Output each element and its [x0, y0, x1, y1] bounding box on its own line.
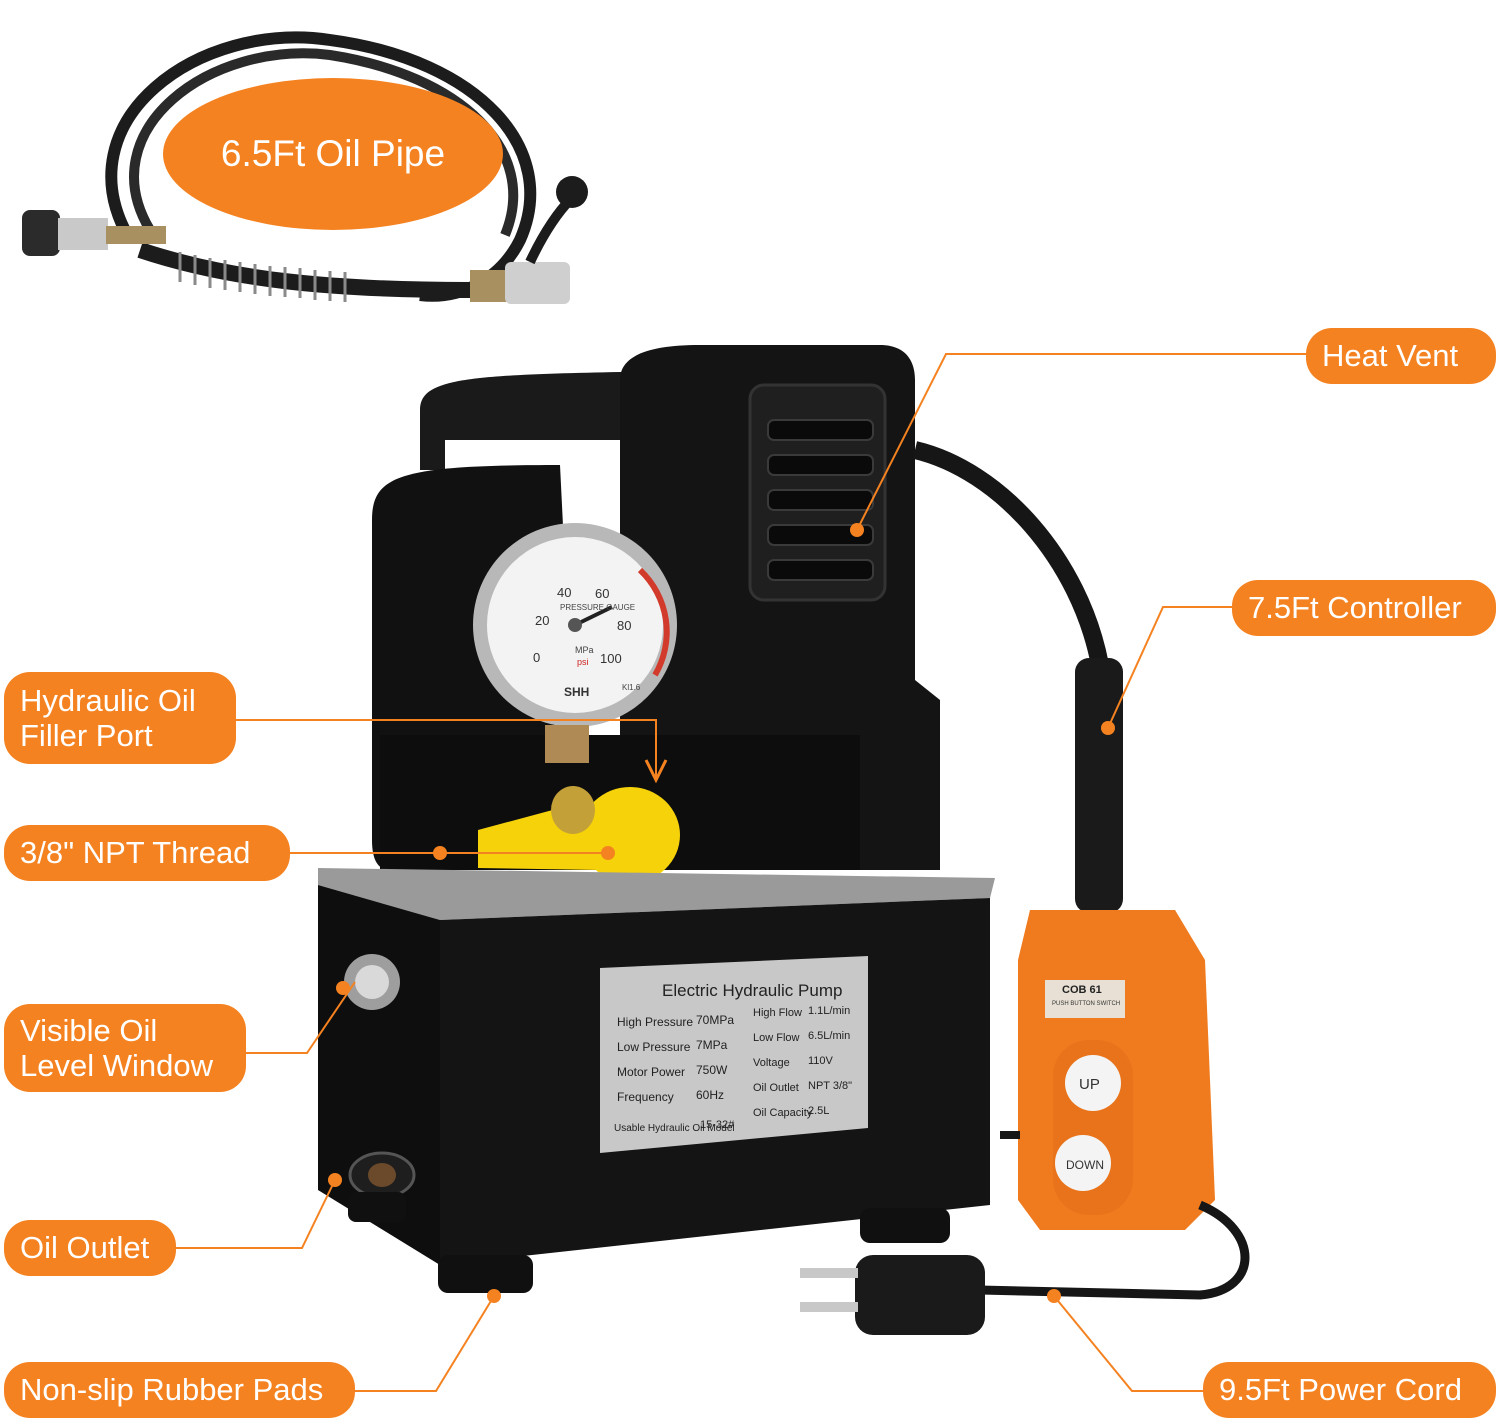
- gauge-tick-60: 60: [595, 586, 609, 601]
- up-button[interactable]: [1065, 1055, 1121, 1111]
- spec-value: 1.1L/min: [808, 1005, 850, 1017]
- controller-model: COB 61: [1062, 984, 1102, 996]
- spec-value: 110V: [808, 1055, 834, 1067]
- callout-heat-vent: Heat Vent: [1306, 328, 1496, 384]
- down-button-label: DOWN: [1066, 1158, 1104, 1172]
- oil-model-value: 15-32#: [700, 1119, 735, 1131]
- controller-subtitle: PUSH BUTTON SWITCH: [1052, 1001, 1120, 1007]
- spec-value: 7MPa: [696, 1038, 728, 1052]
- callout-power-cord: 9.5Ft Power Cord: [1203, 1362, 1496, 1418]
- callout-dots: [328, 523, 1115, 1303]
- gauge-fitting: [545, 725, 589, 763]
- spec-label: Voltage: [753, 1057, 790, 1069]
- controller-pendant: COB 61 PUSH BUTTON SWITCH UP DOWN: [1018, 910, 1215, 1230]
- spec-value: 60Hz: [696, 1088, 724, 1102]
- spec-label: Oil Capacity: [753, 1107, 813, 1119]
- gauge-tick-0: 0: [533, 650, 540, 665]
- down-button[interactable]: [1055, 1135, 1111, 1191]
- callout-filler-port: Hydraulic Oil Filler Port: [4, 672, 236, 764]
- gauge-tick-100: 100: [600, 651, 622, 666]
- callout-oil-window: Visible Oil Level Window: [4, 1004, 246, 1092]
- spec-label: Oil Outlet: [753, 1082, 799, 1094]
- spec-value: 750W: [696, 1063, 728, 1077]
- gauge-title: PRESSURE GAUGE: [560, 603, 635, 612]
- up-button-label: UP: [1079, 1076, 1100, 1093]
- callout-lines: [176, 353, 1308, 1392]
- gauge-brand: SHH: [564, 685, 589, 699]
- spec-value: 6.5L/min: [808, 1030, 850, 1042]
- oil-pipe-hose: [22, 31, 588, 304]
- spec-label: Frequency: [617, 1090, 674, 1104]
- controller-cable: [912, 441, 1109, 667]
- spec-label: High Pressure: [617, 1015, 693, 1029]
- oil-pipe-label: 6.5Ft Oil Pipe: [163, 78, 503, 230]
- gauge-class: Kl1.6: [622, 683, 641, 692]
- pressure-gauge: 0 20 40 60 80 100 PRESSURE GAUGE MPa psi…: [473, 523, 677, 727]
- gauge-unit-mpa: MPa: [575, 645, 594, 655]
- spec-label: Low Flow: [753, 1032, 800, 1044]
- gauge-unit-psi: psi: [577, 657, 589, 667]
- controller-strain-relief: [1075, 658, 1123, 913]
- callout-rubber-pads: Non-slip Rubber Pads: [4, 1362, 355, 1418]
- power-cord: [800, 1131, 1250, 1335]
- nameplate-title: Electric Hydraulic Pump: [662, 981, 842, 1000]
- gauge-tick-20: 20: [535, 613, 549, 628]
- spec-label: Low Pressure: [617, 1040, 691, 1054]
- spec-value: 2.5L: [808, 1105, 829, 1117]
- nameplate: Electric Hydraulic Pump High Pressure 70…: [600, 956, 868, 1153]
- top-plate: [318, 868, 995, 920]
- filler-port-arrow-icon: [644, 759, 668, 784]
- oil-model-label: Usable Hydraulic Oil Model: [614, 1123, 735, 1134]
- callout-controller: 7.5Ft Controller: [1232, 580, 1496, 636]
- spec-value: NPT 3/8": [808, 1080, 852, 1092]
- spec-label: High Flow: [753, 1007, 802, 1019]
- gauge-tick-80: 80: [617, 618, 631, 633]
- spec-label: Motor Power: [617, 1065, 685, 1079]
- gauge-tick-40: 40: [557, 585, 571, 600]
- callout-oil-outlet: Oil Outlet: [4, 1220, 176, 1276]
- callout-npt-thread: 3/8" NPT Thread: [4, 825, 290, 881]
- spec-value: 70MPa: [696, 1013, 734, 1027]
